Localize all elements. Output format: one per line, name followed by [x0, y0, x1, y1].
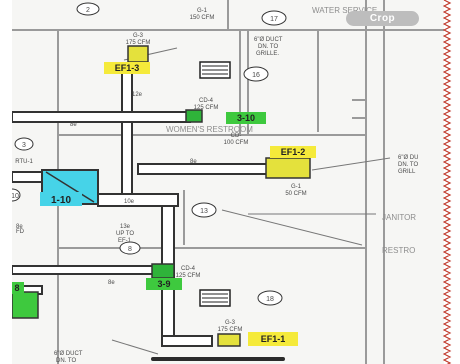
duct-run: [12, 69, 273, 347]
tag-1-10: 1-10: [40, 192, 82, 206]
tag-ef1-1: EF1-1: [248, 332, 298, 346]
tag-1-10-text: 1-10: [51, 195, 71, 206]
tag-8-text: 8: [14, 283, 19, 293]
callouts: [12, 2, 287, 306]
cd4-bottom-label: CD-4: [181, 266, 196, 272]
callout-2: 2: [86, 7, 90, 14]
callout-18: 18: [266, 296, 274, 303]
grille-bottom: [199, 289, 231, 307]
duct-note-top-2: DN. TO: [258, 44, 278, 50]
tag-3-9: 3-9: [146, 278, 182, 290]
callout-3: 3: [22, 142, 26, 149]
g1-top-cfm: 150 CFM: [190, 15, 215, 21]
torn-edge: [443, 0, 452, 364]
duct-note-bottom-1: 6"Ø DUCT: [54, 351, 83, 357]
home-indicator[interactable]: [151, 357, 285, 361]
g3-bottom-label: G-3: [225, 320, 236, 326]
up-to-ef-3: EF-1: [118, 238, 132, 244]
tag-3-10: 3-10: [226, 112, 266, 124]
room-label-janitor: JANITOR: [382, 213, 416, 222]
up-to-ef-2: UP TO: [116, 231, 134, 237]
size-label: 10e: [124, 199, 135, 205]
ef1-3-fan: [127, 45, 149, 63]
ef1-1-fan: [217, 333, 241, 347]
cd4-bottom-cfm: 125 CFM: [176, 273, 201, 279]
rtu-left-label: RTU-1: [15, 159, 33, 165]
cd-label: CD-: [231, 133, 242, 139]
duct-note-right-2: DN. TO: [398, 162, 418, 168]
grille-top: [199, 61, 231, 79]
g3-top-label: G-3: [133, 33, 144, 39]
duct-note-top-3: GRILLE.: [256, 51, 279, 57]
tag-3-10-text: 3-10: [237, 113, 255, 123]
size-label: 12e: [132, 92, 143, 98]
duct-note-right-3: GRILL: [398, 169, 416, 175]
tag-ef1-3-text: EF1-3: [115, 63, 140, 73]
size-label: 8e: [108, 280, 115, 286]
callout-10: 10: [12, 193, 19, 200]
tag-ef1-2: EF1-2: [270, 146, 316, 158]
size-label: 8e: [16, 224, 23, 230]
tag-ef1-3: EF1-3: [104, 62, 150, 74]
cd4-top-label: CD-4: [199, 98, 214, 104]
duct-note-bottom-2: DN. TO: [56, 358, 76, 364]
left-diffuser: [12, 291, 39, 319]
ef1-2-fan: [265, 157, 311, 179]
g1-top-label: G-1: [197, 8, 208, 14]
room-label-womens-restroom: WOMEN'S RESTROOM: [166, 125, 253, 134]
callout-17: 17: [270, 16, 278, 23]
cd4-top-cfm: 125 CFM: [194, 105, 219, 111]
size-label: 8e: [190, 159, 197, 165]
room-label-restroom: RESTRO: [382, 246, 415, 255]
crop-button[interactable]: Crop: [346, 11, 419, 26]
callout-13: 13: [200, 208, 208, 215]
g1-mid-cfm: 50 CFM: [285, 191, 306, 197]
tag-3-9-text: 3-9: [157, 279, 170, 289]
cd4-top-diffuser: [185, 109, 203, 123]
cd4-bottom-diffuser: [151, 263, 175, 279]
duct-note-top-1: 6"Ø DUCT: [254, 37, 283, 43]
callout-16: 16: [252, 72, 260, 79]
size-label: 8e: [70, 122, 77, 128]
hvac-plan-svg: 2 17 16 13 18 8 3 10 WATER SERVICE WOMEN…: [12, 0, 444, 364]
up-to-ef-1: 13e: [120, 224, 131, 230]
g3-bottom-cfm: 175 CFM: [218, 327, 243, 333]
room-label-water-service: WATER SERVICE: [312, 6, 377, 15]
tag-ef1-2-text: EF1-2: [281, 147, 306, 157]
cd-cfm: 100 CFM: [224, 140, 249, 146]
g3-top-cfm: 175 CFM: [126, 40, 151, 46]
fd-left-label: FD: [16, 229, 25, 235]
g1-mid-label: G-1: [291, 184, 302, 190]
duct-note-right-1: 6"Ø DU: [398, 155, 418, 161]
tag-8: 8: [12, 282, 24, 294]
floor-plan-drawing: 2 17 16 13 18 8 3 10 WATER SERVICE WOMEN…: [12, 0, 444, 364]
tag-ef1-1-text: EF1-1: [261, 334, 286, 344]
leader-lines: [111, 47, 391, 355]
callout-8: 8: [128, 246, 132, 253]
walls: [12, 0, 444, 364]
